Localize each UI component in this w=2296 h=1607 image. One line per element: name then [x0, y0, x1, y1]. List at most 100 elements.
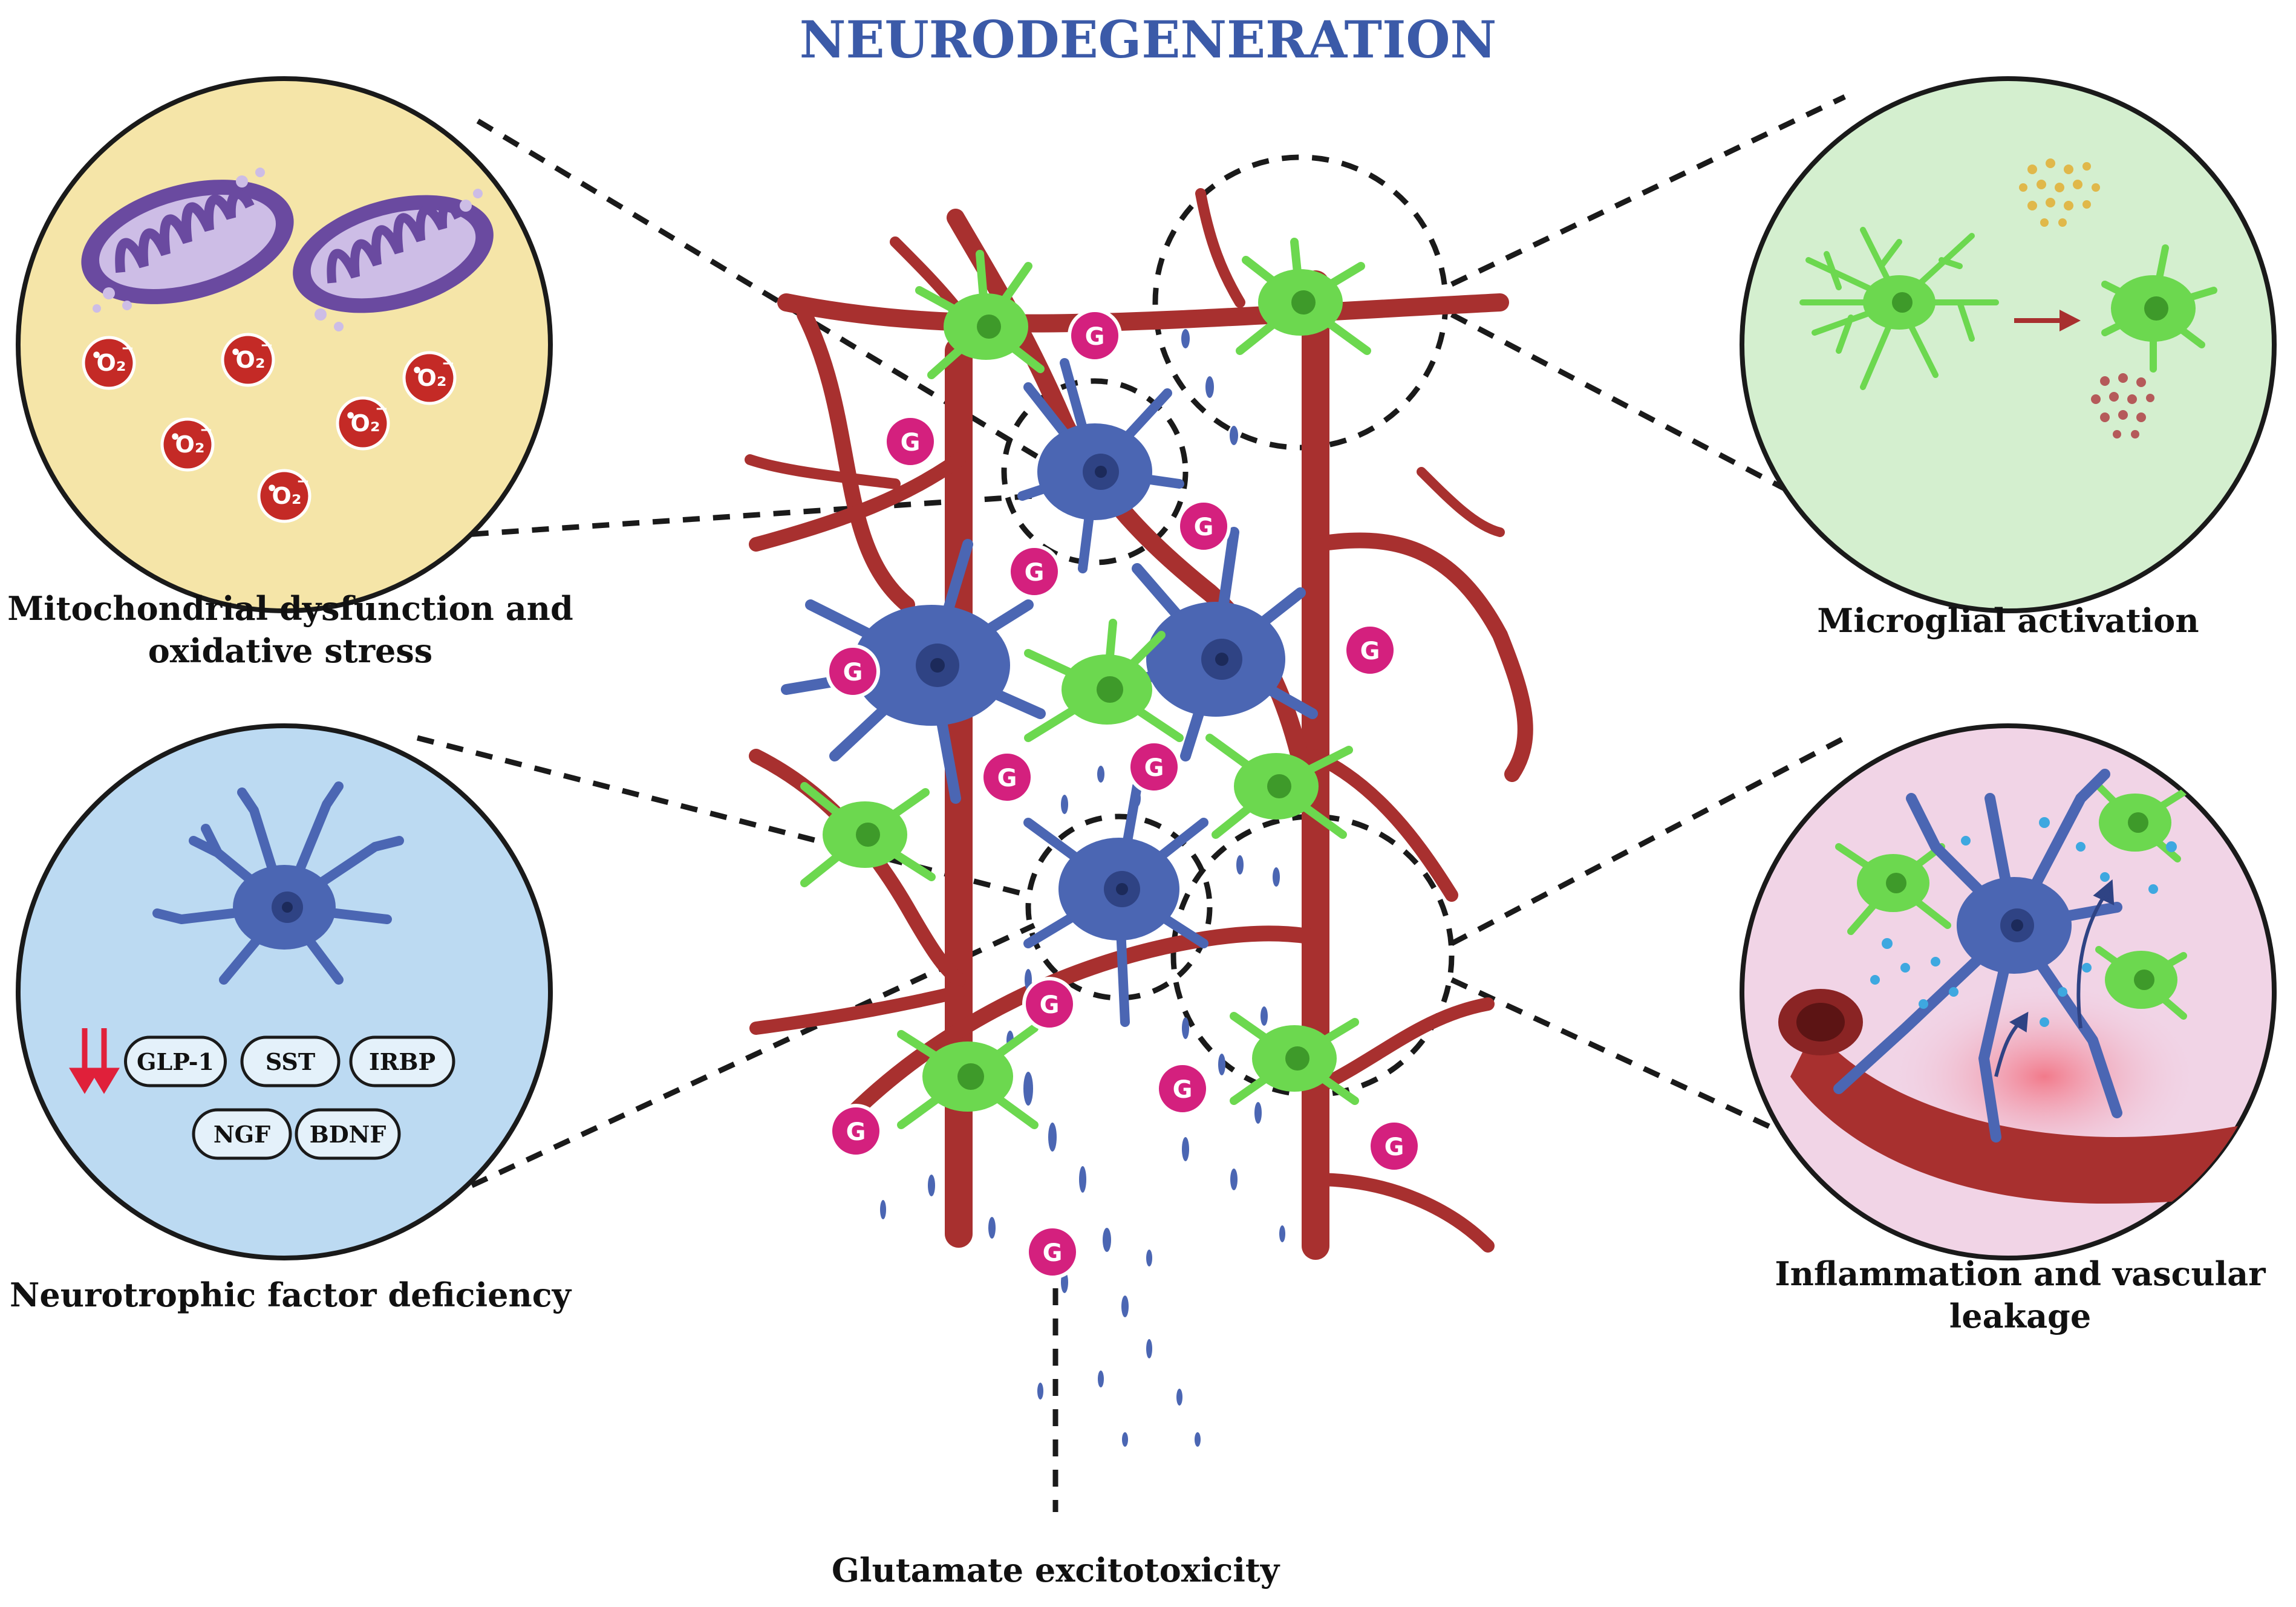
svg-text:−: −	[200, 421, 213, 439]
svg-text:O₂: O₂	[236, 347, 266, 373]
svg-text:−: −	[375, 400, 388, 418]
svg-text:O₂: O₂	[97, 350, 126, 376]
connector-lines	[411, 94, 1847, 1512]
glutamate-marker: G	[1127, 740, 1181, 794]
glutamate-marker: G	[1367, 1119, 1421, 1173]
connector-infl-top	[1450, 735, 1847, 946]
micro-label: Microglial activation	[1817, 601, 2199, 640]
svg-text:−: −	[260, 336, 273, 354]
svg-text:G: G	[1085, 323, 1105, 351]
svg-text:•: •	[169, 427, 181, 448]
migration-arrows-icon	[1994, 879, 2115, 1077]
svg-text:IRBP: IRBP	[369, 1048, 435, 1075]
connector-micro-bottom	[1450, 312, 1847, 523]
mitochondrion-icon	[81, 168, 294, 313]
neuro-label: Neurotrophic factor deficiency	[10, 1276, 572, 1314]
svg-text:G: G	[1040, 991, 1060, 1019]
down-arrows-icon	[69, 1028, 120, 1094]
zoom-ring-mito	[1001, 378, 1189, 566]
svg-text:G: G	[846, 1118, 866, 1146]
mito-label-line2: oxidative stress	[148, 631, 432, 670]
panel-mitochondria: •O₂−•O₂−•O₂−•O₂−•O₂−•O₂− Mitochondrial d…	[7, 76, 573, 670]
glutamate-marker: G	[826, 644, 880, 699]
glutamate-marker: G	[1068, 308, 1122, 363]
svg-text:•: •	[411, 360, 423, 382]
svg-text:G: G	[1043, 1239, 1063, 1267]
central-tissue: G G G G G G G G G G G G G	[745, 188, 1533, 1447]
svg-text:−: −	[296, 472, 310, 491]
factor-pill: BDNF	[295, 1108, 401, 1160]
svg-text:−: −	[121, 339, 134, 357]
mito-label-line1: Mitochondrial dysfunction and	[7, 589, 573, 628]
svg-text:•: •	[91, 345, 102, 367]
astrocyte-debris	[856, 329, 1285, 1447]
superoxide-radical: •O₂−	[82, 336, 136, 390]
factor-pills: GLP-1 SST IRBP NGF BDNF	[124, 1035, 455, 1160]
svg-text:BDNF: BDNF	[310, 1121, 386, 1148]
svg-text:O₂: O₂	[351, 410, 380, 437]
svg-text:G: G	[997, 764, 1017, 792]
panel-neuro-bg	[16, 723, 553, 1260]
superoxide-radical: •O₂−	[257, 469, 311, 523]
superoxide-radical: •O₂−	[160, 417, 215, 472]
factor-pill: IRBP	[349, 1035, 455, 1087]
glutamate-marker: G	[1155, 1061, 1210, 1116]
svg-text:−: −	[442, 354, 455, 373]
factor-pill: GLP-1	[124, 1035, 227, 1087]
panel-micro-bg	[1740, 76, 2277, 613]
factor-pill: SST	[240, 1035, 341, 1087]
panel-neurotrophic: GLP-1 SST IRBP NGF BDNF Neurotrophic factor …	[10, 723, 572, 1314]
superoxide-radical: •O₂−	[402, 351, 457, 405]
connector-mito-top	[476, 119, 1084, 486]
glutamate-marker: G	[1343, 623, 1397, 677]
svg-text:G: G	[901, 429, 921, 457]
leak-dots	[1870, 817, 2177, 1027]
svg-text:G: G	[1194, 513, 1214, 541]
cytokine-dots-yellow	[2019, 158, 2100, 227]
factor-pill: NGF	[192, 1108, 292, 1160]
svg-text:•: •	[266, 478, 278, 500]
glutamate-marker: G	[980, 750, 1034, 804]
superoxide-radical: •O₂−	[336, 396, 390, 451]
svg-text:•: •	[230, 342, 241, 363]
activation-arrow-icon	[2014, 310, 2081, 331]
glutamate-markers: G G G G G G G G G G G G G	[826, 308, 1421, 1279]
superoxide-radicals: •O₂−•O₂−•O₂−•O₂−•O₂−•O₂−	[82, 333, 457, 523]
glutamate-marker: G	[1176, 499, 1231, 553]
cytokine-dots-red	[2091, 373, 2154, 438]
svg-text:NGF: NGF	[214, 1121, 270, 1148]
svg-text:O₂: O₂	[417, 365, 447, 391]
vessel-icon	[1778, 989, 2274, 1204]
panel-inflammation: Inflammation and vascular leakage	[1740, 723, 2277, 1335]
svg-text:•: •	[345, 406, 356, 427]
svg-text:G: G	[1144, 754, 1164, 782]
astrocyte-bodies	[853, 423, 1285, 940]
microglia-4	[1205, 734, 1353, 839]
connector-micro-top	[1450, 94, 1846, 287]
svg-text:G: G	[1025, 559, 1045, 587]
svg-text:G: G	[1384, 1133, 1404, 1161]
svg-text:G: G	[1360, 637, 1380, 665]
glutamate-marker: G	[1007, 544, 1062, 599]
zoom-ring-neuro	[1025, 813, 1213, 1001]
svg-text:G: G	[1173, 1076, 1193, 1104]
svg-text:GLP-1: GLP-1	[137, 1048, 214, 1075]
connector-infl-bottom	[1450, 977, 1846, 1164]
panel-microglia: Microglial activation	[1740, 76, 2277, 640]
svg-text:O₂: O₂	[272, 483, 302, 509]
svg-text:O₂: O₂	[175, 431, 205, 458]
diagram-title: NEURODEGENERATION	[800, 10, 1497, 70]
svg-text:G: G	[843, 659, 863, 686]
glutamate-marker: G	[829, 1104, 883, 1158]
connector-mito-bottom	[411, 493, 1035, 541]
infl-label-line1: Inflammation and vascular	[1775, 1254, 2266, 1293]
glutamate-marker: G	[883, 414, 938, 469]
superoxide-radical: •O₂−	[221, 333, 275, 387]
glutamate-marker: G	[1022, 977, 1077, 1031]
svg-text:SST: SST	[266, 1048, 315, 1075]
resting-microglia-icon	[1799, 227, 1999, 390]
infl-label-line2: leakage	[1949, 1297, 2091, 1335]
mitochondrion-icon-2	[293, 189, 494, 331]
glutamate-marker: G	[1025, 1225, 1080, 1279]
